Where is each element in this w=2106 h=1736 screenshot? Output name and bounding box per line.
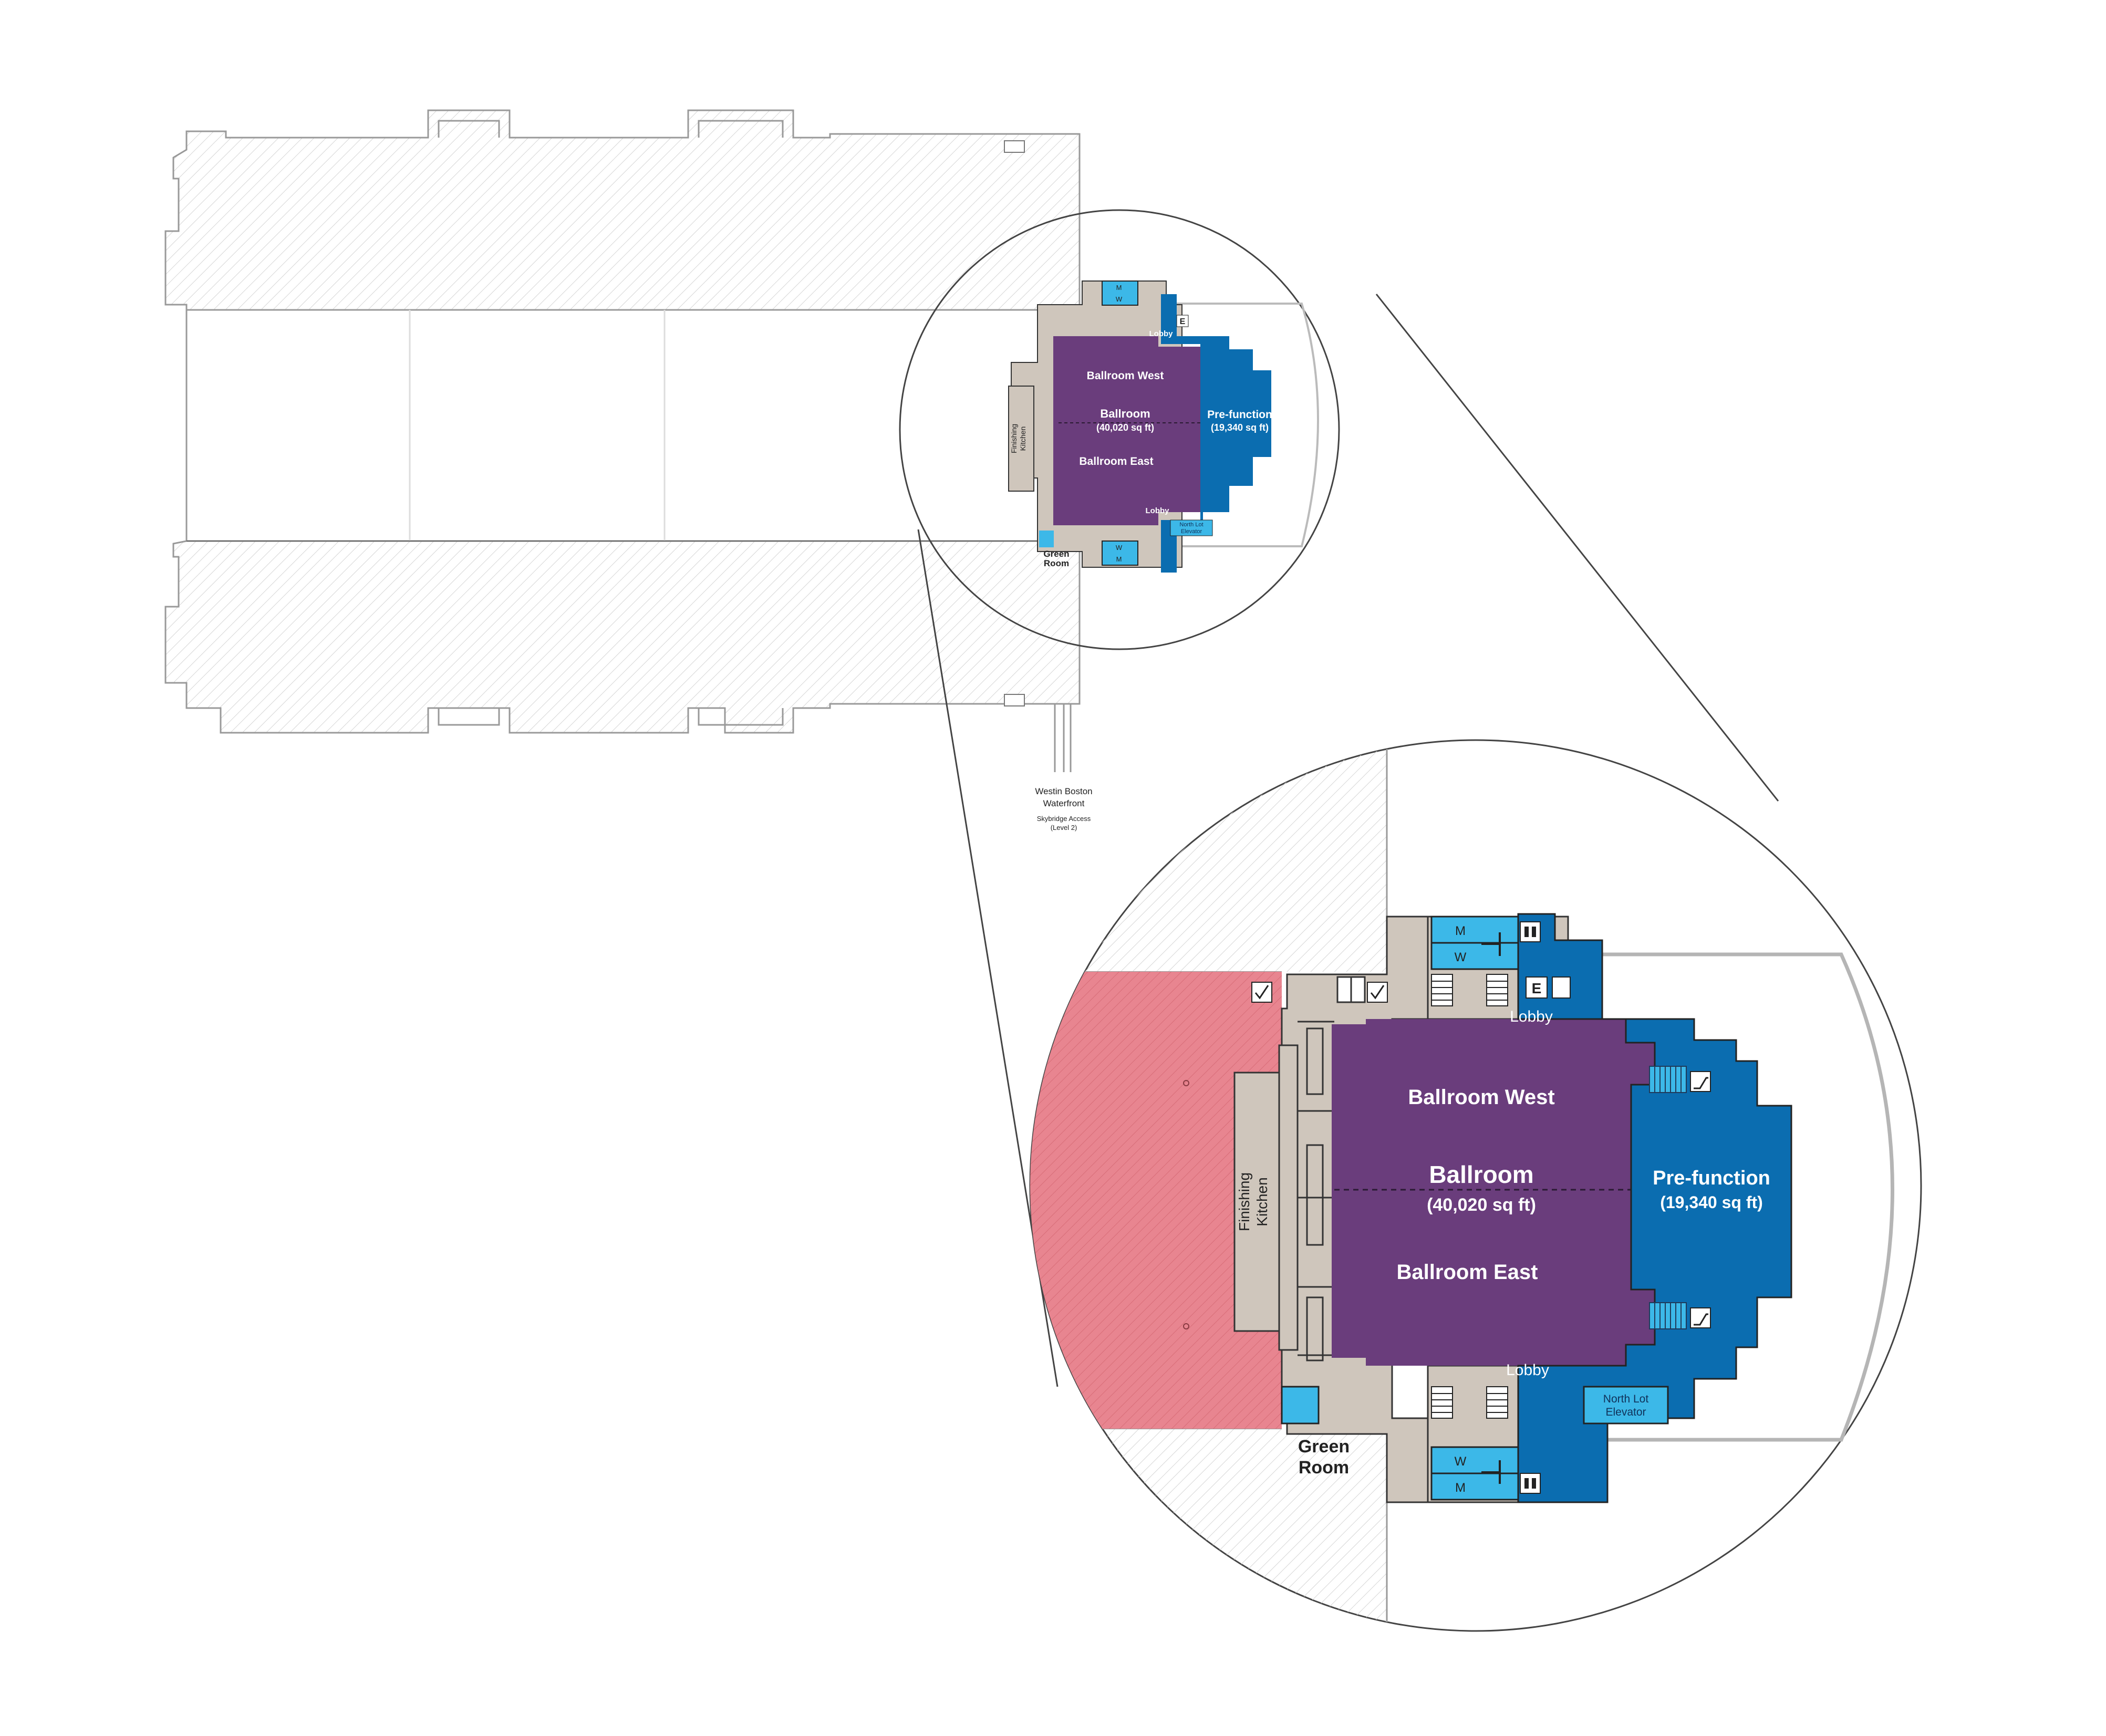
restroom-icon	[1520, 1473, 1541, 1494]
overview-restroom-m-bottom: M	[1116, 555, 1122, 563]
service-elevator-icon	[1251, 982, 1272, 1003]
restroom-w-bottom	[1430, 1446, 1519, 1474]
detail-finishing-kitchen	[1233, 1072, 1280, 1332]
central-hall	[185, 309, 1081, 542]
detail-restrooms	[1281, 916, 1669, 1501]
overview-north-lot-label-2: Elevator	[1181, 528, 1202, 535]
overview-ballroom-label: Ballroom	[1100, 407, 1150, 420]
detail-lobby-top-label: Lobby	[1510, 1008, 1553, 1025]
detail-prefunction	[1517, 913, 1792, 1503]
overview-lobby-top-label: Lobby	[1149, 329, 1174, 338]
overview-ballroom-west-label: Ballroom West	[1087, 370, 1164, 382]
skybridge-lines	[1054, 704, 1072, 772]
detail-service-walls	[1298, 976, 1366, 1361]
detail-green-room	[1281, 1386, 1320, 1425]
detail-red-hatched-area	[1030, 972, 1282, 1429]
detail-north-lot-label-1: North Lot	[1603, 1393, 1649, 1405]
overview-green-room-label-1: Green	[1043, 549, 1069, 559]
detail-restroom-m-bottom: M	[1455, 1481, 1466, 1495]
overview-restroom-w-top: W	[1116, 295, 1123, 303]
detail-prefunction-area-label: (19,340 sq ft)	[1660, 1193, 1763, 1212]
escalator-icon	[1690, 1071, 1711, 1092]
overview-ballroom-plan	[1008, 280, 1319, 573]
overview-ballroom	[1053, 336, 1200, 525]
overview-finishing-kitchen-label-1: Finishing	[1010, 424, 1018, 453]
restroom-m-bottom	[1430, 1472, 1519, 1501]
detail-green-room-label-1: Green	[1298, 1437, 1350, 1457]
overview-restroom-w-bottom: W	[1116, 544, 1123, 552]
detail-elevator-label: E	[1532, 980, 1542, 996]
restroom-icon	[1520, 921, 1541, 942]
westin-label-2: Waterfront	[1043, 798, 1085, 808]
detail-restroom-m-top: M	[1455, 924, 1466, 938]
convention-center-outline	[164, 109, 1081, 734]
stair-treads	[1431, 981, 1508, 1413]
detail-prefunction-label: Pre-function	[1653, 1167, 1770, 1189]
detail-north-lot-elevator	[1583, 1386, 1669, 1425]
skybridge-label-2: (Level 2)	[1051, 824, 1077, 831]
stair-markers	[1004, 140, 1025, 706]
detail-hatched-hall-top	[1030, 740, 1387, 972]
overview-prefunction	[1161, 294, 1271, 573]
overview-ballroom-east-label: Ballroom East	[1079, 455, 1153, 467]
detail-arc-outline	[1602, 952, 1894, 1442]
detail-ballroom-east-label: Ballroom East	[1397, 1261, 1538, 1284]
overview-zoom-circle	[899, 209, 1340, 650]
detail-ballroom-west-label: Ballroom West	[1408, 1086, 1554, 1109]
overview-prefunction-area-label: (19,340 sq ft)	[1211, 422, 1269, 433]
overview-lobby-bottom-label: Lobby	[1146, 506, 1170, 515]
detail-ballroom	[1332, 1019, 1655, 1366]
detail-ballroom-label: Ballroom	[1429, 1161, 1533, 1188]
detail-restroom-w-top: W	[1455, 950, 1467, 964]
restroom-m-top	[1430, 916, 1519, 944]
detail-lobby-bottom-label: Lobby	[1506, 1361, 1549, 1379]
escalator-icon	[1690, 1307, 1711, 1328]
overview-labels: Ballroom West Ballroom (40,020 sq ft) Ba…	[1010, 284, 1272, 831]
lower-exhibit-hall	[164, 540, 1081, 734]
westin-label-1: Westin Boston	[1035, 786, 1092, 796]
overview-restroom-m-top: M	[1116, 284, 1122, 292]
detail-finishing-kitchen-label-2: Kitchen	[1254, 1177, 1270, 1226]
detail-restroom-w-bottom: W	[1455, 1454, 1467, 1469]
restroom-partitions	[1481, 932, 1501, 1484]
restroom-w-top	[1430, 942, 1519, 970]
service-elevator-icon	[1367, 982, 1388, 1003]
detail-ballroom-area-label: (40,020 sq ft)	[1427, 1195, 1536, 1215]
detail-north-lot-label-2: Elevator	[1605, 1406, 1646, 1418]
overview-elevator-label: E	[1180, 317, 1186, 326]
detail-escalators	[1649, 1066, 1687, 1329]
detail-finishing-kitchen-label-1: Finishing	[1236, 1172, 1252, 1231]
upper-exhibit-hall	[164, 109, 1081, 311]
overview-green-room-label-2: Room	[1044, 558, 1069, 568]
overview-prefunction-label: Pre-function	[1207, 409, 1272, 421]
connector-line-right	[1375, 294, 1779, 802]
overview-north-lot-label-1: North Lot	[1179, 522, 1203, 528]
skybridge-label-1: Skybridge Access	[1037, 815, 1091, 823]
overview-finishing-kitchen-label-2: Kitchen	[1019, 427, 1027, 451]
elevator-icon	[1526, 976, 1571, 999]
overview-ballroom-area-label: (40,020 sq ft)	[1096, 422, 1154, 433]
detail-green-room-label-2: Room	[1299, 1458, 1349, 1478]
detail-labels: Ballroom West Ballroom (40,020 sq ft) Ba…	[1236, 924, 1770, 1495]
